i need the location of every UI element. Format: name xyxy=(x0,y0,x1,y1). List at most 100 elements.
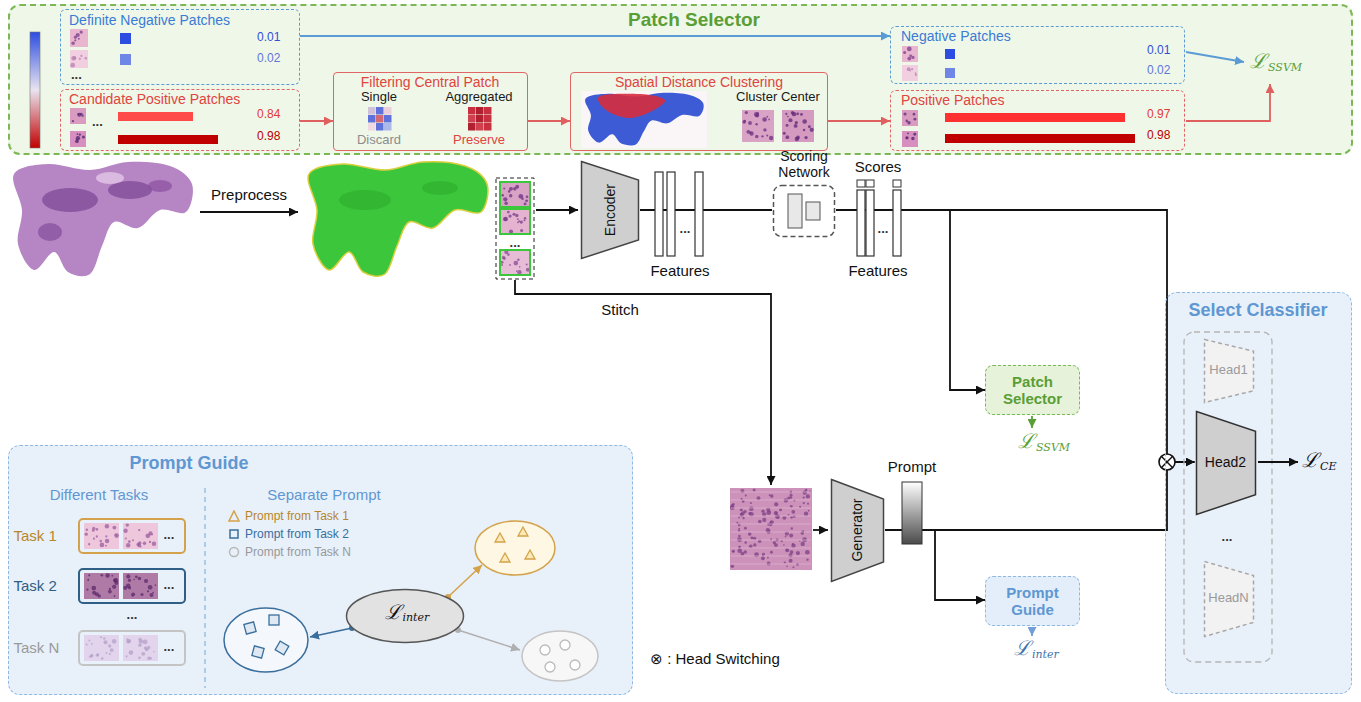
cell-nucleus xyxy=(906,137,908,139)
cell-nucleus xyxy=(903,51,906,54)
cell-nucleus xyxy=(806,494,810,498)
tissue-outline xyxy=(13,162,193,276)
cell-nucleus xyxy=(742,517,744,519)
cell-nucleus xyxy=(810,128,814,132)
cell-nucleus xyxy=(509,229,513,233)
cell-nucleus xyxy=(96,528,99,531)
patch-group-box: Positive Patches0.970.98 xyxy=(890,90,1185,151)
cell-nucleus xyxy=(148,531,152,535)
map-ground xyxy=(581,91,707,148)
cell-nucleus xyxy=(138,577,142,581)
cell-nucleus xyxy=(100,540,102,542)
cell-nucleus xyxy=(108,590,112,594)
process-box: Spatial Distance ClusteringCluster Cente… xyxy=(570,72,828,151)
cell-nucleus xyxy=(790,496,793,499)
connector xyxy=(300,120,333,122)
cell-nucleus xyxy=(128,540,131,543)
cell-nucleus xyxy=(808,510,810,512)
cell-nucleus xyxy=(507,253,510,256)
cell-nucleus xyxy=(143,640,148,645)
tensor-label: Features xyxy=(650,262,709,279)
patch-ground xyxy=(84,573,119,599)
cell-nucleus xyxy=(521,198,523,200)
legend-entry: Prompt from Task N xyxy=(228,545,351,559)
cell-nucleus xyxy=(732,550,735,553)
cell-nucleus xyxy=(91,643,93,645)
tissue-patch xyxy=(500,182,530,207)
prompt-square xyxy=(252,646,264,658)
cell-nucleus xyxy=(507,211,510,214)
cell-nucleus xyxy=(775,514,779,518)
stitch-seam xyxy=(731,500,811,501)
patch-column xyxy=(496,178,534,279)
legend-entry: Prompt from Task 1 xyxy=(228,509,349,523)
cell-nucleus xyxy=(787,116,789,118)
tissue-patch xyxy=(70,131,86,147)
tissue-patch xyxy=(84,573,119,599)
leader-arrow xyxy=(310,628,352,637)
task-box: Task 2... xyxy=(78,568,186,604)
cell-nucleus xyxy=(76,33,80,37)
grid-cell xyxy=(484,115,492,123)
grid-cell xyxy=(368,115,376,123)
cell-nucleus xyxy=(153,651,155,653)
head-switch-cross xyxy=(1161,456,1172,467)
cell-nucleus xyxy=(915,72,917,74)
panel-ground xyxy=(8,445,633,695)
node-text: 0.02 xyxy=(1147,64,1170,78)
grid-cell xyxy=(484,107,492,115)
cell-nucleus xyxy=(503,217,508,222)
patch-border xyxy=(500,182,530,207)
cell-nucleus xyxy=(141,652,145,656)
cell-nucleus xyxy=(757,112,759,114)
stitch-seam xyxy=(731,516,811,517)
cell-nucleus xyxy=(766,135,768,137)
cell-nucleus xyxy=(773,541,776,544)
leader-arrow xyxy=(1258,461,1298,463)
cell-nucleus xyxy=(71,42,74,45)
cell-nucleus xyxy=(108,644,111,647)
node-text: 0.01 xyxy=(1147,44,1170,58)
cell-nucleus xyxy=(100,543,105,548)
rounded-shape xyxy=(774,186,835,237)
feature-bar xyxy=(893,190,901,256)
cell-nucleus xyxy=(503,217,507,221)
cell-nucleus xyxy=(502,256,505,259)
cell-nucleus xyxy=(907,121,910,124)
score-cell xyxy=(866,180,874,187)
tissue-region xyxy=(96,172,124,184)
patch-ground xyxy=(70,50,88,68)
patch-ground xyxy=(782,110,814,142)
prompt-square xyxy=(275,641,289,655)
cell-nucleus xyxy=(503,187,505,189)
connector xyxy=(528,120,570,122)
node-title: Prompt Guide xyxy=(990,584,1075,619)
connector xyxy=(885,530,985,600)
head-block: Head2 xyxy=(1195,410,1257,516)
node-text: ... xyxy=(92,115,103,128)
cell-nucleus xyxy=(761,135,763,137)
cell-nucleus xyxy=(517,218,519,220)
tensor-label: Prompt xyxy=(888,458,936,475)
cell-nucleus xyxy=(103,637,105,639)
score-square xyxy=(945,68,955,78)
cell-nucleus xyxy=(774,502,778,506)
grid-cell xyxy=(376,123,384,131)
cell-nucleus xyxy=(110,648,114,652)
grid-cell xyxy=(368,107,376,115)
cell-nucleus xyxy=(744,541,747,544)
score-bar xyxy=(945,113,1125,122)
cell-nucleus xyxy=(742,500,745,503)
leader-arrow xyxy=(1031,627,1033,636)
patch-ground xyxy=(500,209,530,234)
cell-nucleus xyxy=(509,194,512,197)
cell-nucleus xyxy=(105,524,109,528)
cell-nucleus xyxy=(72,120,74,122)
prompt-vector xyxy=(902,482,922,544)
cell-nucleus xyxy=(92,527,95,530)
cell-nucleus xyxy=(746,130,750,134)
score-square xyxy=(945,49,955,59)
cell-nucleus xyxy=(105,573,109,577)
head-switch-cross xyxy=(1161,456,1172,467)
